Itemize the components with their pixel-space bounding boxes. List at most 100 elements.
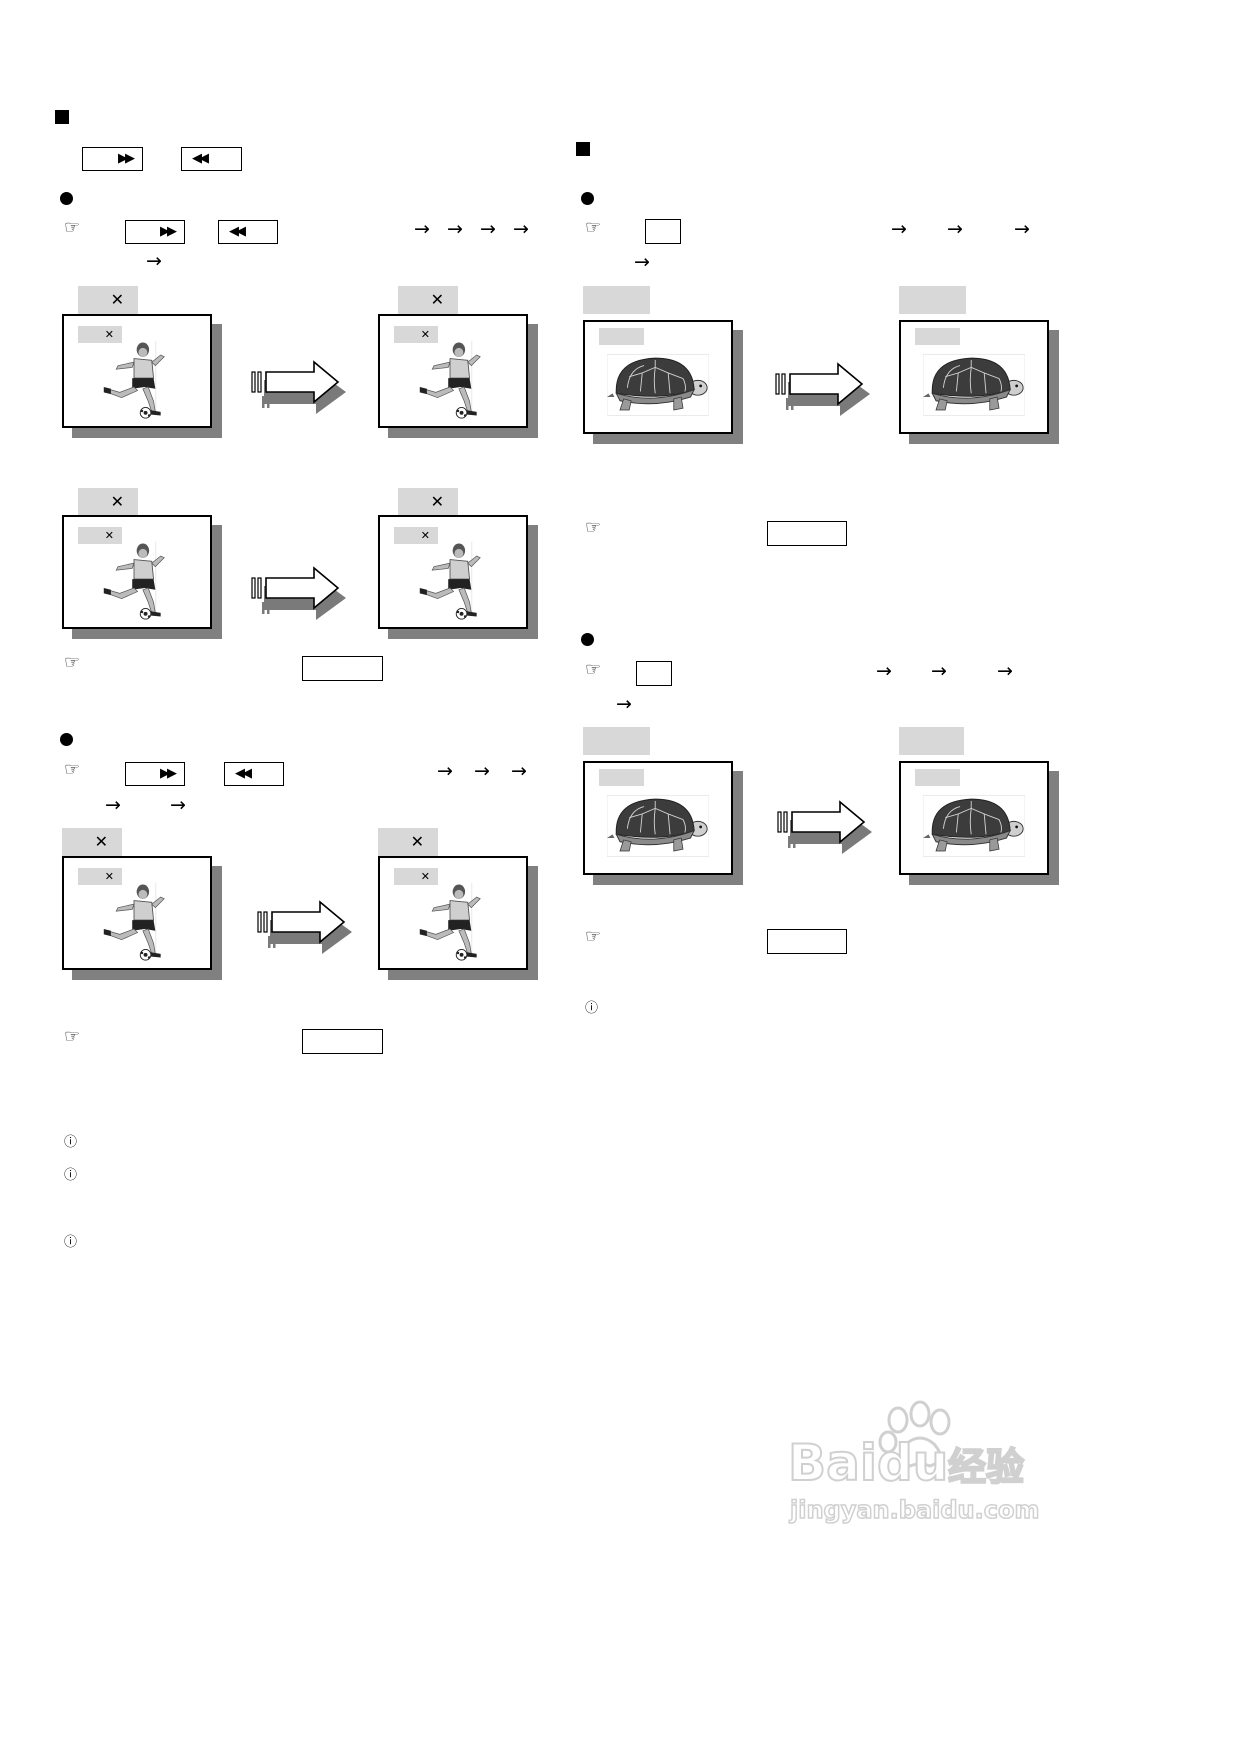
section-square-bullet-right xyxy=(576,142,590,156)
screen-speed-tag xyxy=(915,769,960,786)
round-bullet xyxy=(581,192,594,205)
soccer-player-icon xyxy=(419,340,481,419)
hand-icon: ☞ xyxy=(585,517,602,538)
watermark-logo-text: Baidu xyxy=(788,1434,948,1492)
screen-speed-tag: ✕ xyxy=(78,326,122,343)
turtle-picture xyxy=(922,352,1026,422)
empty-key-box[interactable] xyxy=(645,219,681,244)
right-arrow-icon: → xyxy=(997,660,1013,682)
watermark-cn-text: 经验 xyxy=(948,1445,1024,1489)
hand-icon: ☞ xyxy=(585,926,602,947)
big-right-arrow-icon xyxy=(777,800,872,854)
empty-key-box[interactable] xyxy=(302,1029,383,1054)
soccer-player-icon xyxy=(419,882,481,961)
forward-button[interactable]: ▶▶ xyxy=(125,762,185,786)
soccer-picture xyxy=(418,539,498,625)
speed-label-bar: ✕ xyxy=(78,488,138,516)
soccer-player-icon xyxy=(103,541,165,620)
right-arrow-icon: → xyxy=(876,660,892,682)
big-right-arrow-icon xyxy=(775,362,870,416)
tv-screen-frame xyxy=(899,320,1049,434)
right-arrow-icon: → xyxy=(170,794,186,816)
soccer-picture xyxy=(418,338,498,424)
empty-key-box[interactable] xyxy=(767,521,847,546)
soccer-player-icon xyxy=(419,541,481,620)
round-bullet xyxy=(60,192,73,205)
forward-button[interactable]: ▶▶ xyxy=(125,220,185,244)
right-arrow-icon: → xyxy=(616,693,632,715)
screen-speed-tag xyxy=(599,769,644,786)
right-arrow-icon: → xyxy=(634,251,650,273)
right-arrow-icon: → xyxy=(146,250,162,272)
big-right-arrow-icon xyxy=(257,900,352,954)
hand-icon: ☞ xyxy=(64,1026,81,1047)
info-icon: ⓘ xyxy=(64,1135,78,1150)
screen-speed-tag: ✕ xyxy=(78,868,122,885)
screen-speed-tag: ✕ xyxy=(394,527,438,544)
turtle-picture xyxy=(606,793,710,863)
turtle-icon xyxy=(606,794,710,858)
soccer-player-icon xyxy=(103,340,165,419)
transition-arrow xyxy=(250,566,350,626)
empty-key-box[interactable] xyxy=(302,656,383,681)
speed-label-bar xyxy=(899,727,964,755)
big-right-arrow-icon xyxy=(251,566,346,620)
rewind-button[interactable]: ◀◀ xyxy=(218,220,278,244)
speed-label-bar: ✕ xyxy=(378,828,438,856)
right-arrow-icon: → xyxy=(931,660,947,682)
empty-key-box[interactable] xyxy=(767,929,847,954)
tv-screen-frame: ✕ xyxy=(62,314,212,428)
transition-arrow xyxy=(774,362,874,422)
section-square-bullet-left xyxy=(55,110,69,124)
speed-label-bar xyxy=(583,727,650,755)
info-icon: ⓘ xyxy=(64,1168,78,1183)
transition-arrow xyxy=(250,360,350,420)
round-bullet xyxy=(581,633,594,646)
speed-label-bar: ✕ xyxy=(62,828,122,856)
right-arrow-icon: → xyxy=(511,760,527,782)
turtle-picture xyxy=(606,352,710,422)
tv-screen-frame xyxy=(899,761,1049,875)
soccer-player-icon xyxy=(103,882,165,961)
baidu-watermark: Baidu 经验 jingyan.baidu.com xyxy=(780,1400,1060,1540)
tv-screen-frame: ✕ xyxy=(62,515,212,629)
tv-screen-frame xyxy=(583,761,733,875)
tv-screen-frame: ✕ xyxy=(62,856,212,970)
speed-label-bar xyxy=(583,286,650,314)
tv-screen-frame: ✕ xyxy=(378,856,528,970)
watermark-url-text: jingyan.baidu.com xyxy=(789,1496,1039,1524)
speed-label-bar: ✕ xyxy=(398,488,458,516)
rewind-button[interactable]: ◀◀ xyxy=(224,762,284,786)
right-arrow-icon: → xyxy=(480,218,496,240)
turtle-icon xyxy=(606,353,710,417)
speed-label-bar: ✕ xyxy=(78,286,138,314)
hand-icon: ☞ xyxy=(64,652,81,673)
screen-speed-tag: ✕ xyxy=(394,868,438,885)
transition-arrow xyxy=(256,900,356,960)
screen-speed-tag: ✕ xyxy=(394,326,438,343)
soccer-picture xyxy=(102,539,182,625)
soccer-picture xyxy=(102,880,182,966)
screen-speed-tag xyxy=(599,328,644,345)
hand-icon: ☞ xyxy=(585,659,602,680)
right-arrow-icon: → xyxy=(437,760,453,782)
screen-speed-tag: ✕ xyxy=(78,527,122,544)
turtle-icon xyxy=(922,353,1026,417)
empty-key-box[interactable] xyxy=(636,661,672,686)
tv-screen-frame xyxy=(583,320,733,434)
turtle-icon xyxy=(922,794,1026,858)
right-arrow-icon: → xyxy=(1014,218,1030,240)
baidu-paw-logo-icon: Baidu 经验 jingyan.baidu.com xyxy=(787,1400,1040,1525)
right-arrow-icon: → xyxy=(891,218,907,240)
hand-icon: ☞ xyxy=(64,217,81,238)
forward-button-header[interactable]: ▶▶ xyxy=(82,147,143,171)
speed-label-bar xyxy=(899,286,966,314)
tv-screen-frame: ✕ xyxy=(378,314,528,428)
speed-label-bar: ✕ xyxy=(398,286,458,314)
right-arrow-icon: → xyxy=(474,760,490,782)
rewind-button-header[interactable]: ◀◀ xyxy=(181,147,242,171)
right-arrow-icon: → xyxy=(947,218,963,240)
screen-speed-tag xyxy=(915,328,960,345)
right-arrow-icon: → xyxy=(447,218,463,240)
big-right-arrow-icon xyxy=(251,360,346,414)
